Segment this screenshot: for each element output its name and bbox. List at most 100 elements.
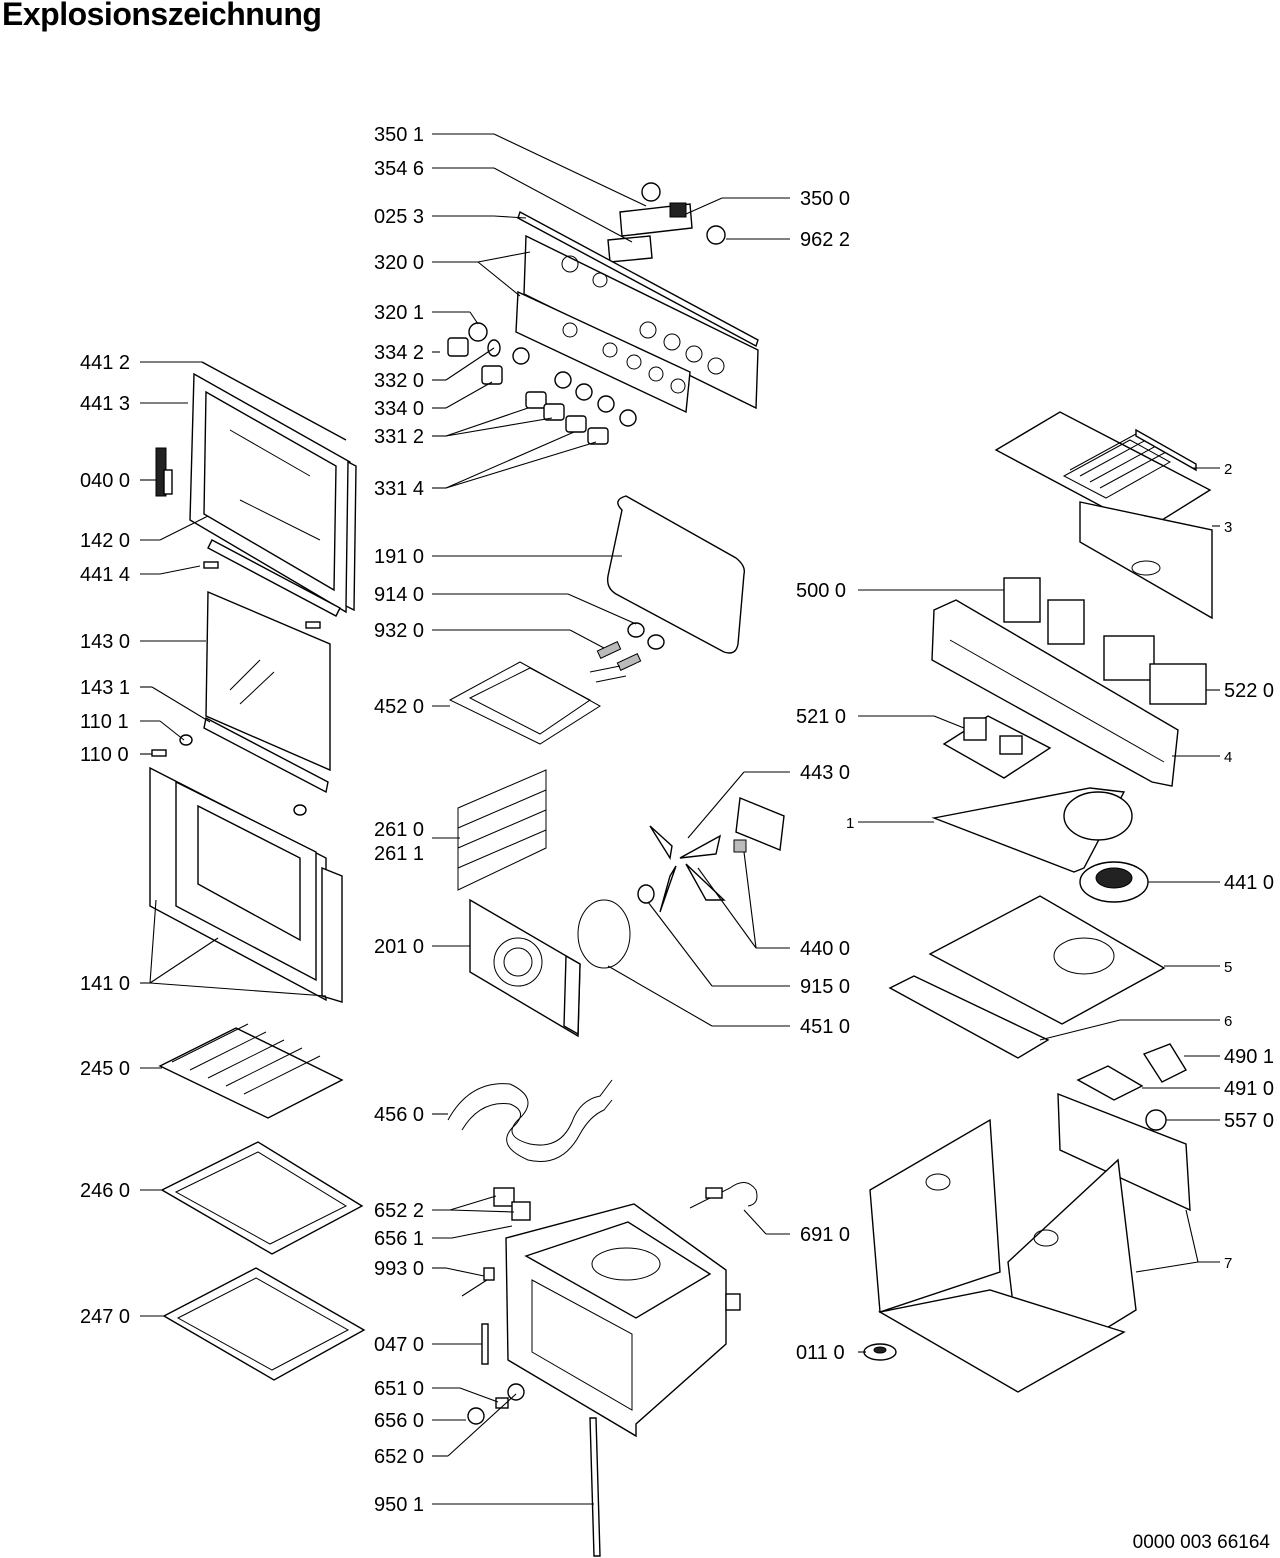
label-440-0: 440 0 xyxy=(800,938,850,960)
label-334-0: 334 0 xyxy=(374,398,424,420)
label-7: 7 xyxy=(1224,1255,1232,1272)
convection-fan xyxy=(637,797,785,913)
label-191-0: 191 0 xyxy=(374,546,424,568)
label-652-0: 652 0 xyxy=(374,1446,424,1468)
lamp-housing xyxy=(493,1187,531,1221)
temperature-probe xyxy=(689,1182,758,1209)
label-993-0: 993 0 xyxy=(374,1258,424,1280)
top-cover xyxy=(994,411,1213,620)
label-456-0: 456 0 xyxy=(374,1104,424,1126)
label-261-0: 261 0 xyxy=(374,819,424,841)
label-452-0: 452 0 xyxy=(374,696,424,718)
label-142-0: 142 0 xyxy=(80,530,130,552)
door-hinge xyxy=(155,447,173,497)
control-electronics xyxy=(931,577,1207,787)
label-451-0: 451 0 xyxy=(800,1016,850,1038)
shelf-runners xyxy=(457,769,547,891)
appliance-foot xyxy=(863,1343,897,1361)
label-143-1: 143 1 xyxy=(80,677,130,699)
label-350-0: 350 0 xyxy=(800,188,850,210)
label-5: 5 xyxy=(1224,959,1232,976)
label-110-0: 110 0 xyxy=(80,744,129,766)
door-glass xyxy=(205,590,331,772)
label-201-0: 201 0 xyxy=(374,936,424,958)
label-491-0: 491 0 xyxy=(1224,1078,1274,1100)
label-4: 4 xyxy=(1224,749,1232,766)
screw xyxy=(461,1267,495,1297)
label-350-1: 350 1 xyxy=(374,124,424,146)
label-441-0: 441 0 xyxy=(1224,872,1274,894)
deep-baking-tray xyxy=(162,1267,366,1381)
door-strip xyxy=(203,539,341,629)
control-knob-parts xyxy=(607,182,726,263)
wire-shelf xyxy=(158,1023,344,1119)
label-334-2: 334 2 xyxy=(374,342,424,364)
terminal-parts xyxy=(1076,1043,1187,1131)
label-141-0: 141 0 xyxy=(80,973,130,995)
glass-strip xyxy=(203,716,329,794)
bottom-heating-element xyxy=(447,1079,613,1162)
label-011-0: 011 0 xyxy=(796,1342,845,1364)
door-clips xyxy=(151,734,307,816)
front-panel xyxy=(515,210,759,414)
label-2: 2 xyxy=(1224,461,1232,478)
label-143-0: 143 0 xyxy=(80,631,130,653)
page-title: Explosionszeichnung xyxy=(2,0,322,32)
label-110-1: 110 1 xyxy=(80,711,129,733)
part-labels: 350 1 354 6 025 3 320 0 320 1 334 2 332 … xyxy=(80,124,1274,1516)
label-245-0: 245 0 xyxy=(80,1058,130,1080)
baking-tray xyxy=(160,1141,364,1255)
label-950-1: 950 1 xyxy=(374,1494,424,1516)
label-962-2: 962 2 xyxy=(800,229,850,251)
label-490-1: 490 1 xyxy=(1224,1046,1274,1068)
document-number: 0000 003 66164 xyxy=(1132,1532,1270,1553)
label-261-1: 261 1 xyxy=(374,843,424,865)
label-557-0: 557 0 xyxy=(1224,1110,1274,1132)
label-331-4: 331 4 xyxy=(374,478,424,500)
relay-board xyxy=(942,715,1052,779)
label-441-2: 441 2 xyxy=(80,352,130,374)
label-441-4: 441 4 xyxy=(80,564,130,586)
fan-ring xyxy=(577,899,631,969)
inner-door-frame xyxy=(189,361,357,614)
label-914-0: 914 0 xyxy=(374,584,424,606)
label-652-2: 652 2 xyxy=(374,1200,424,1222)
label-331-2: 331 2 xyxy=(374,426,424,448)
grill-heating-element xyxy=(448,661,627,745)
label-247-0: 247 0 xyxy=(80,1306,130,1328)
label-332-0: 332 0 xyxy=(374,370,424,392)
label-025-3: 025 3 xyxy=(374,206,424,228)
sensor xyxy=(481,1323,489,1365)
label-354-6: 354 6 xyxy=(374,158,424,180)
outer-door xyxy=(149,766,343,1003)
label-691-0: 691 0 xyxy=(800,1224,850,1246)
label-500-0: 500 0 xyxy=(796,580,846,602)
insulation-plates xyxy=(888,895,1166,1059)
label-443-0: 443 0 xyxy=(800,762,850,784)
door-seal xyxy=(606,495,746,654)
cooling-fan xyxy=(1079,861,1149,903)
label-047-0: 047 0 xyxy=(374,1334,424,1356)
leader-lines xyxy=(140,133,1220,1505)
label-246-0: 246 0 xyxy=(80,1180,130,1202)
label-040-0: 040 0 xyxy=(80,470,130,492)
oven-housing xyxy=(869,1092,1191,1393)
label-651-0: 651 0 xyxy=(374,1378,424,1400)
label-656-1: 656 1 xyxy=(374,1228,424,1250)
label-915-0: 915 0 xyxy=(800,976,850,998)
label-1: 1 xyxy=(846,815,854,832)
label-3: 3 xyxy=(1224,519,1232,536)
label-932-0: 932 0 xyxy=(374,620,424,642)
label-522-0: 522 0 xyxy=(1224,680,1274,702)
label-656-0: 656 0 xyxy=(374,1410,424,1432)
rear-fan-cover xyxy=(469,898,581,1038)
lamp-parts xyxy=(596,622,665,671)
label-6: 6 xyxy=(1224,1013,1232,1030)
label-521-0: 521 0 xyxy=(796,706,846,728)
cavity-seal-strip xyxy=(589,1417,601,1557)
label-320-1: 320 1 xyxy=(374,302,424,324)
cooling-duct xyxy=(931,787,1133,873)
rotary-knobs xyxy=(447,322,637,445)
label-441-3: 441 3 xyxy=(80,393,130,415)
